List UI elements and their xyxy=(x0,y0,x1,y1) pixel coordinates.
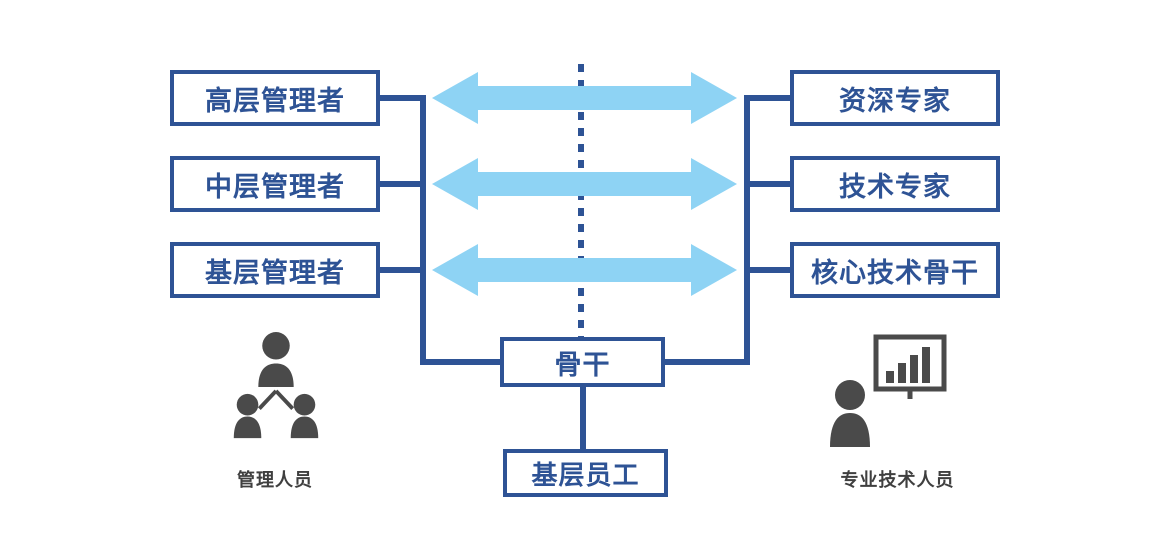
box-senior-expert: 资深专家 xyxy=(790,70,1000,126)
connector-right-middle-stub xyxy=(744,181,792,187)
box-core-tech-backbone: 核心技术骨干 xyxy=(790,242,1000,298)
connector-right-vertical xyxy=(744,95,750,365)
exchange-arrow-top xyxy=(432,72,737,124)
connector-left-vertical xyxy=(420,95,426,365)
box-backbone: 骨干 xyxy=(500,337,665,387)
exchange-arrow-bottom xyxy=(432,244,737,296)
box-base-staff: 基层员工 xyxy=(503,449,668,497)
connector-left-bottom-stub xyxy=(378,267,426,273)
exchange-arrow-middle xyxy=(432,158,737,210)
connector-left-top-stub xyxy=(378,95,426,101)
box-middle-manager: 中层管理者 xyxy=(170,156,380,212)
arrow-left-head-icon xyxy=(432,72,478,124)
arrow-body xyxy=(474,172,695,196)
arrow-right-head-icon xyxy=(691,244,737,296)
connector-left-middle-stub xyxy=(378,181,426,187)
connector-right-top-stub xyxy=(744,95,792,101)
people-hierarchy-icon xyxy=(233,332,319,439)
arrow-body xyxy=(474,86,695,110)
arrow-right-head-icon xyxy=(691,158,737,210)
connector-right-bottom-stub xyxy=(744,267,792,273)
arrow-body xyxy=(474,258,695,282)
label-managers-group: 管理人员 xyxy=(237,470,313,491)
person-presentation-chart-icon xyxy=(830,334,947,447)
arrow-right-head-icon xyxy=(691,72,737,124)
arrow-left-head-icon xyxy=(432,158,478,210)
box-base-manager: 基层管理者 xyxy=(170,242,380,298)
dotted-divider-line xyxy=(578,64,584,338)
box-top-manager: 高层管理者 xyxy=(170,70,380,126)
box-tech-expert: 技术专家 xyxy=(790,156,1000,212)
connector-right-to-backbone xyxy=(663,359,750,365)
connector-left-to-backbone xyxy=(420,359,503,365)
connector-backbone-to-base xyxy=(580,385,586,451)
label-professionals-group: 专业技术人员 xyxy=(840,470,955,491)
arrow-left-head-icon xyxy=(432,244,478,296)
